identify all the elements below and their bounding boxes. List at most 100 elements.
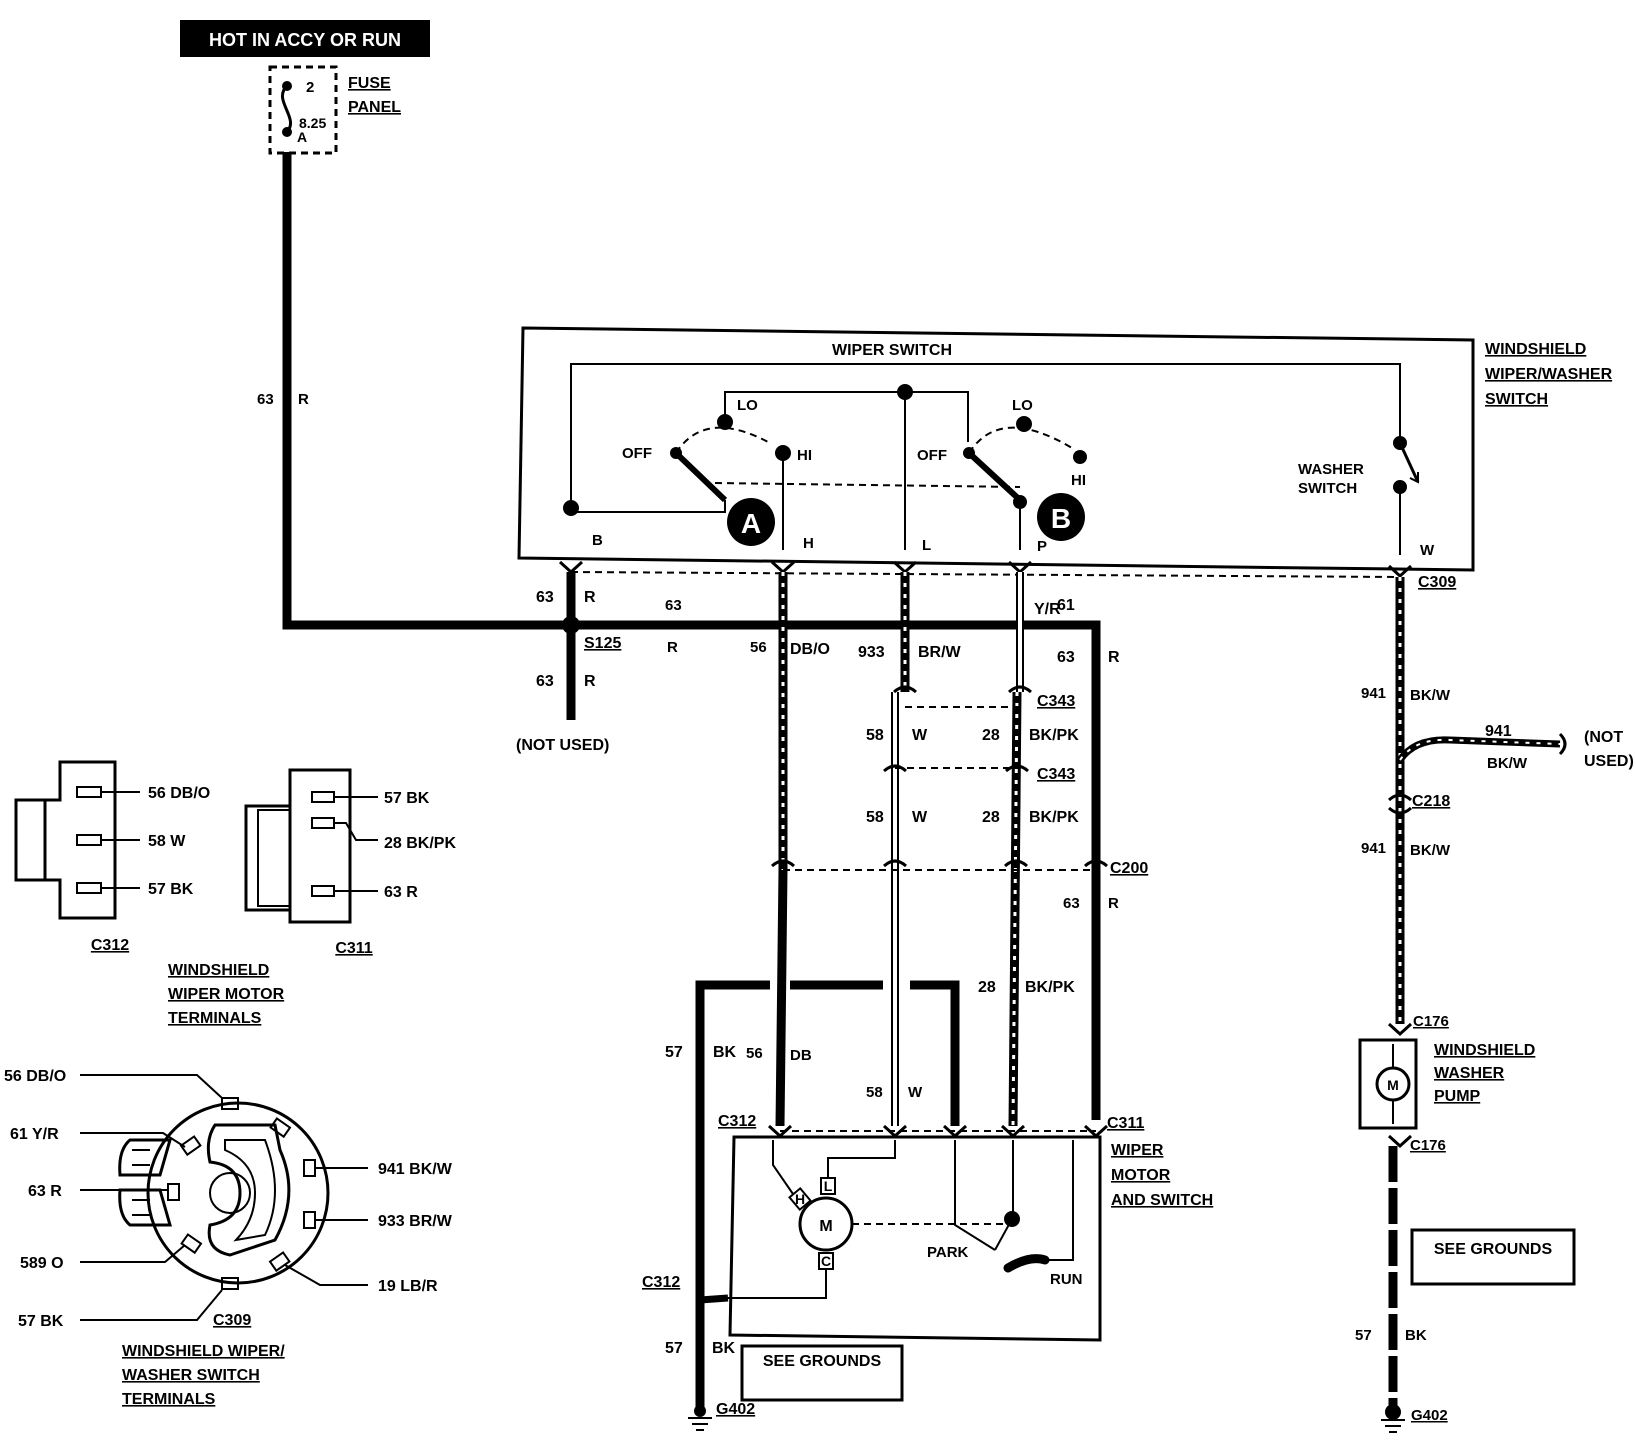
wire-63-num-b: 63 xyxy=(536,589,554,606)
wire-56-color-b: DB xyxy=(790,1047,812,1064)
fuse-panel: 2 8.25 A FUSE PANEL xyxy=(268,65,401,155)
wire-63-num-a: 63 xyxy=(257,391,274,408)
wire-56-num: 56 xyxy=(750,639,767,656)
switch-a-arc xyxy=(675,426,771,454)
wire-28-color-a: BK/PK xyxy=(1029,727,1079,744)
fuse-label-1: FUSE xyxy=(348,75,391,92)
switch-b-lever-icon xyxy=(966,450,1023,503)
pin-l: L xyxy=(922,537,931,554)
wire-57-num-a: 57 xyxy=(665,1044,683,1061)
run-contact-icon xyxy=(1003,1254,1050,1273)
wire-933-num: 933 xyxy=(858,644,885,661)
switch-internal-bus xyxy=(570,363,1401,507)
washer-circuit: 941 BK/W 941 BK/W (NOT USED) C218 941 BK… xyxy=(1355,577,1634,1433)
ground-node-right xyxy=(1385,1404,1401,1420)
pump-m: M xyxy=(1387,1077,1399,1093)
wire-63-color-a: R xyxy=(298,391,309,408)
c309-leader-1 xyxy=(80,1074,223,1099)
wire-57-num-b: 57 xyxy=(665,1340,683,1357)
c312-pin-label-2: 58 W xyxy=(148,833,186,850)
connector-c200: C200 63 R xyxy=(770,859,1148,912)
wire-58-num-a: 58 xyxy=(866,727,884,744)
wire-61-num: 61 xyxy=(1057,597,1075,614)
switch-b-badge-text: B xyxy=(1051,503,1071,534)
c309-title-2: WASHER SWITCH xyxy=(122,1367,260,1384)
wire-941-branch-stripe xyxy=(1399,738,1561,761)
motor-run: RUN xyxy=(1050,1271,1083,1288)
switch-b-lo-lead xyxy=(905,391,969,442)
wire-28-num-b: 28 xyxy=(982,809,1000,826)
motor-l-lead xyxy=(827,1140,896,1178)
motor-outline xyxy=(728,1135,1102,1342)
c309-leader-2 xyxy=(80,1132,186,1148)
c343-label-b: C343 xyxy=(1037,766,1075,783)
c309-tab-detail xyxy=(132,1149,150,1216)
wire-56-num-b: 56 xyxy=(746,1045,763,1062)
ground-node-left xyxy=(694,1405,706,1417)
wiper-switch-outline xyxy=(517,326,1475,572)
c309-title-1: WINDSHIELD WIPER/ xyxy=(122,1343,285,1360)
wire-941-color-b: BK/W xyxy=(1487,755,1528,772)
c309-pin-label-5: 57 BK xyxy=(18,1313,64,1330)
switch-node-b xyxy=(563,500,579,516)
motor-terminals-1: WINDSHIELD xyxy=(168,962,269,979)
motor-l: L xyxy=(824,1178,833,1194)
c309-pin-7 xyxy=(180,1233,203,1255)
wire-58-color-b: W xyxy=(912,809,928,826)
motor-terminals-3: TERMINALS xyxy=(168,1010,262,1027)
wire-56-color: DB/O xyxy=(790,641,830,658)
motor-m: M xyxy=(819,1218,832,1235)
not-used-b-1: (NOT xyxy=(1584,729,1623,746)
c218-top xyxy=(1387,793,1413,802)
wire-58-color-a: W xyxy=(912,727,928,744)
motor-terminals-title: WINDSHIELD WIPER MOTOR TERMINALS xyxy=(168,962,285,1027)
c309-pin-label-8: 19 LB/R xyxy=(378,1278,438,1295)
motor-c-lead xyxy=(728,1269,827,1299)
ground-left: C312 57 BK SEE GROUNDS G402 xyxy=(642,1274,904,1431)
c312-leader-lines xyxy=(101,791,140,889)
c309-view-name: C309 xyxy=(213,1312,251,1329)
ground-icon-right xyxy=(1381,1419,1405,1433)
c311-label-a: C311 xyxy=(1107,1115,1144,1132)
c309-key-inner xyxy=(224,1139,276,1242)
wire-63-color-f: R xyxy=(1108,895,1119,912)
c311-pin-label-3: 63 R xyxy=(384,884,418,901)
c311-shroud xyxy=(244,804,292,912)
pump-motor-icon xyxy=(1375,1066,1411,1102)
c176-label-a: C176 xyxy=(1413,1013,1449,1030)
motor-terminals-2: WIPER MOTOR xyxy=(168,986,285,1003)
c200-label: C200 xyxy=(1110,860,1148,877)
c176-top xyxy=(1387,1022,1413,1037)
c309-pin-3 xyxy=(303,1159,316,1177)
wire-57-color-b: BK xyxy=(712,1340,736,1357)
power-label: HOT IN ACCY OR RUN xyxy=(209,30,401,50)
c309-pin-5 xyxy=(268,1251,291,1273)
c309-pin-2 xyxy=(269,1117,292,1139)
motor-c: C xyxy=(821,1253,831,1269)
c309-pin-4 xyxy=(303,1211,316,1229)
connector-c309-row: C309 xyxy=(558,560,1456,591)
pin-w: W xyxy=(1420,542,1435,559)
wire-28-color-b: BK/PK xyxy=(1029,809,1079,826)
switch-b-common xyxy=(1013,495,1027,509)
c309-center xyxy=(209,1172,251,1214)
fuse-pin-bottom: A xyxy=(297,129,307,145)
switch-ab-link xyxy=(714,482,1021,488)
wire-57-segment-b xyxy=(910,980,960,1126)
see-grounds-b: SEE GROUNDS xyxy=(1434,1241,1553,1258)
motor-label-2: MOTOR xyxy=(1111,1167,1171,1184)
fuse-element-icon xyxy=(280,84,293,134)
pump-label-3: PUMP xyxy=(1434,1088,1481,1105)
c309-leader-8 xyxy=(284,1264,368,1286)
see-grounds-a: SEE GROUNDS xyxy=(763,1353,882,1370)
wire-28 xyxy=(1008,691,1022,1127)
switch-b-lo-contact xyxy=(1016,416,1032,432)
wire-63-color-c: R xyxy=(584,673,596,690)
park-blade-icon xyxy=(994,1218,1013,1251)
switch-a-off: OFF xyxy=(622,445,652,462)
not-used-b-2: USED) xyxy=(1584,753,1634,770)
c309-leader-5 xyxy=(80,1289,223,1321)
wire-941-color-a: BK/W xyxy=(1410,687,1451,704)
c218-label: C218 xyxy=(1412,793,1450,810)
